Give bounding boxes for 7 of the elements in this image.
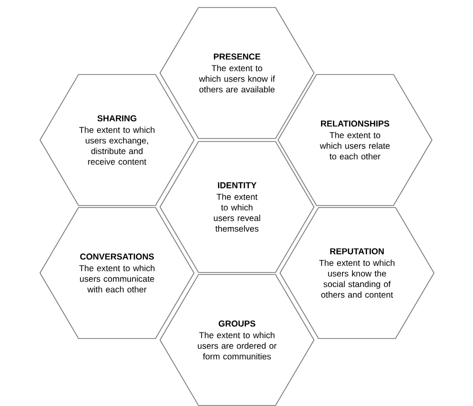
hexagon-cell: REPUTATION The extent to which users know the social standing of others and content (280, 207, 434, 339)
hexagon-cell: IDENTITY The extent to which users reveal themselves (160, 141, 314, 273)
hexagon-cell: CONVERSATIONS The extent to which users communicate with each other (40, 207, 194, 339)
hexagon-cell: PRESENCE The extent to which users know if others are available (160, 7, 314, 139)
hexagon-cell: SHARING The extent to which users exchange, distribute and receive content (40, 74, 194, 206)
hexagon-cell: GROUPS The extent to which users are ordered or form communities (160, 274, 314, 406)
hexagon-cell: RELATIONSHIPS The extent to which users relate to each other (278, 74, 432, 206)
